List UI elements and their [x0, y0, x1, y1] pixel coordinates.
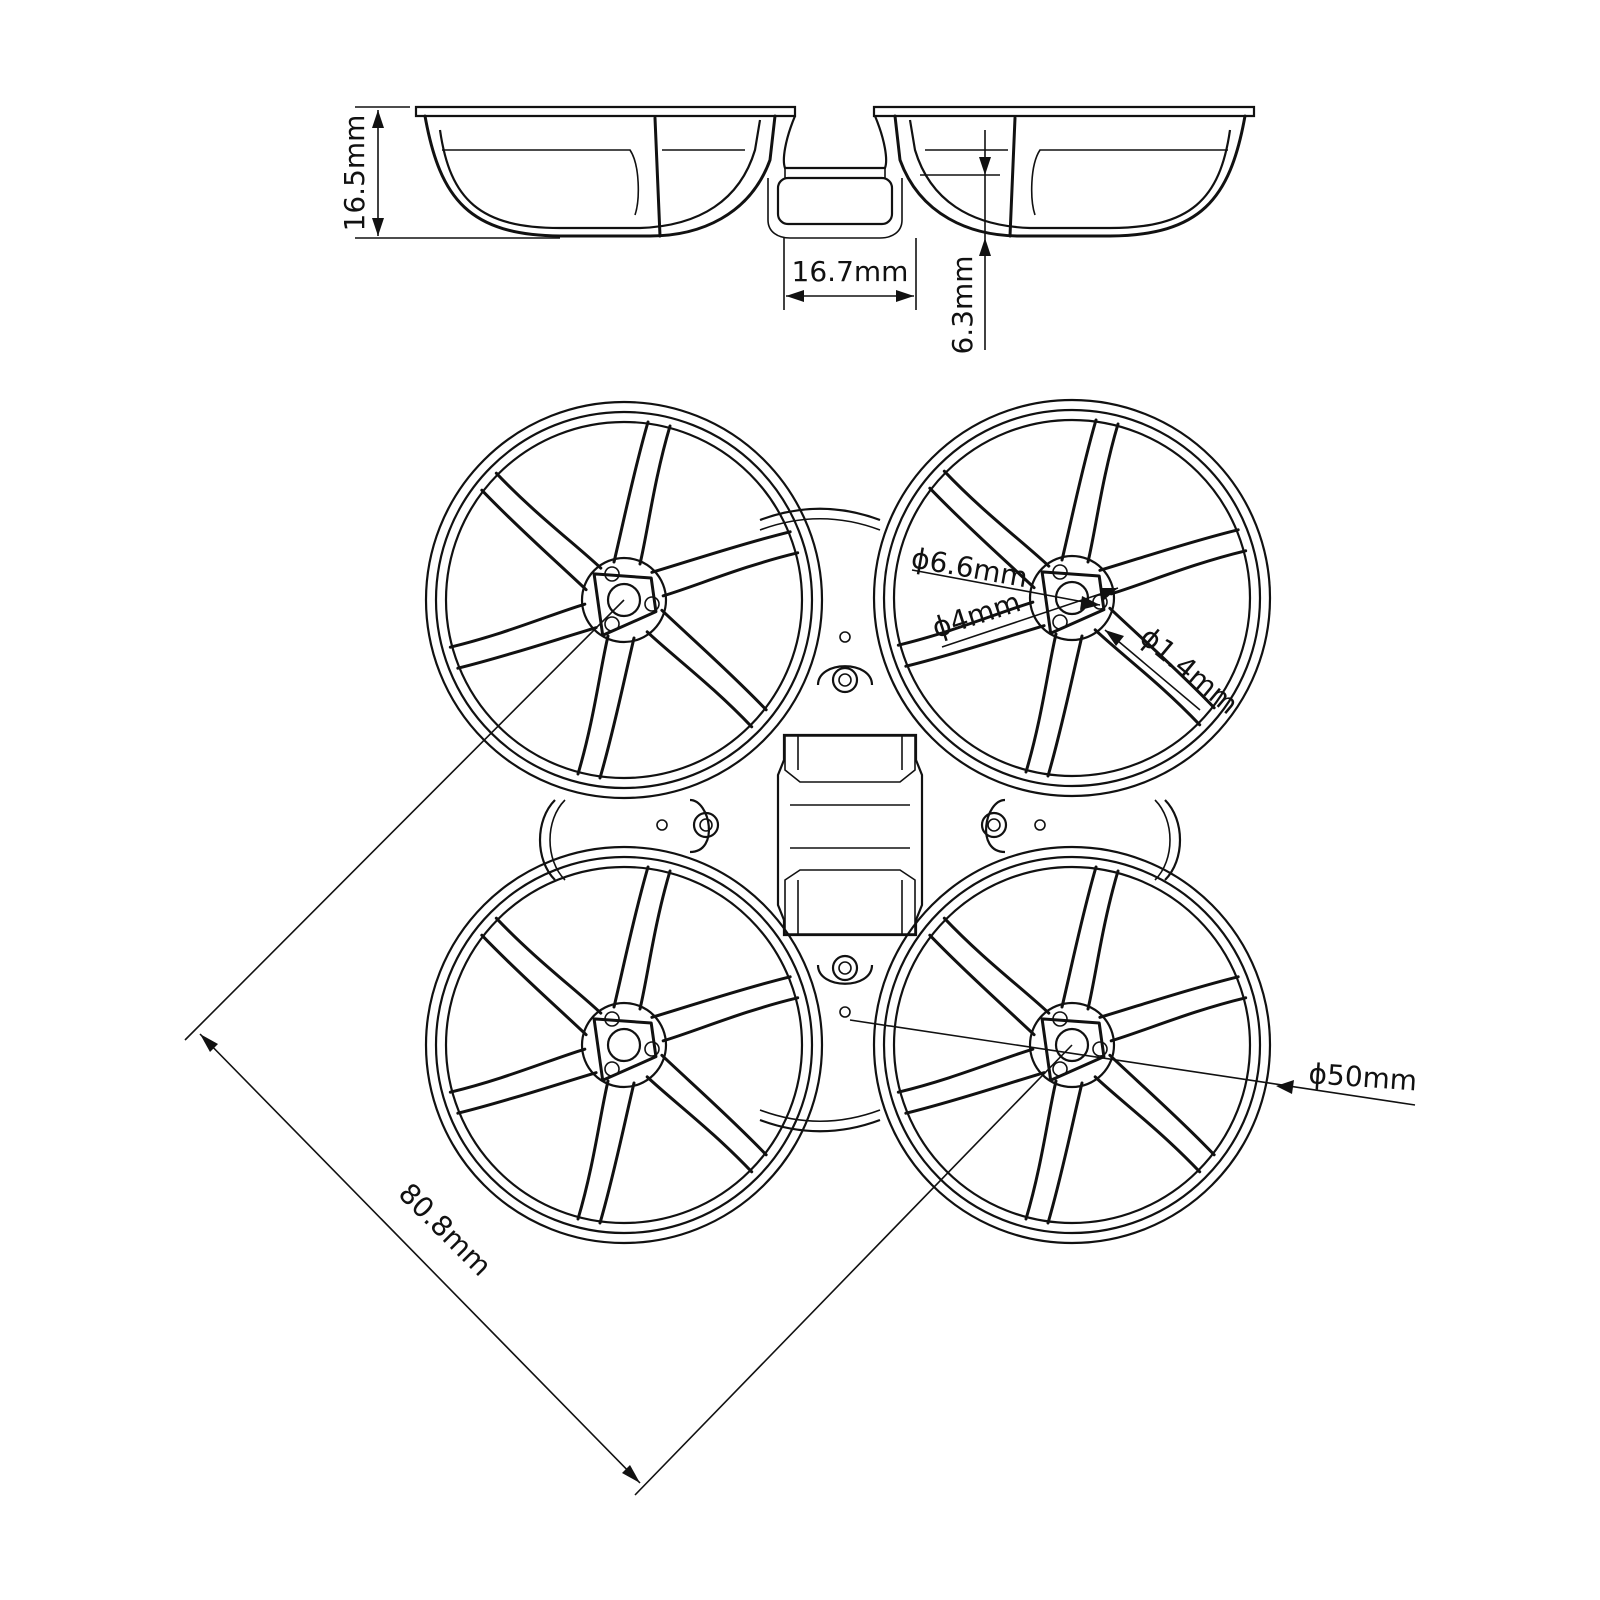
- frame-height-label: 16.5mm: [338, 115, 371, 232]
- duct-diameter-label: ϕ50mm: [1308, 1057, 1419, 1097]
- wheelbase-label: 80.8mm: [392, 1177, 498, 1283]
- prop-guard-rear-left: [426, 847, 822, 1243]
- mount-boss-top: [816, 631, 874, 694]
- battery-bay: [776, 733, 924, 937]
- body-width-label: 16.7mm: [792, 255, 909, 288]
- battery-slot-height-label: 6.3mm: [946, 255, 979, 354]
- prop-guard-front-right: [874, 400, 1270, 796]
- mount-boss-right: [980, 798, 1046, 854]
- mount-boss-left: [656, 798, 720, 854]
- mount-hole-diameter-label: ϕ1.4mm: [1134, 620, 1245, 721]
- side-view: 16.5mm 16.7mm 6.3mm: [338, 105, 1256, 355]
- mount-boss-bottom: [816, 954, 874, 1018]
- top-view: ϕ6.6mm ϕ4mm ϕ1.4mm ϕ50mm 80.8mm: [184, 400, 1419, 1496]
